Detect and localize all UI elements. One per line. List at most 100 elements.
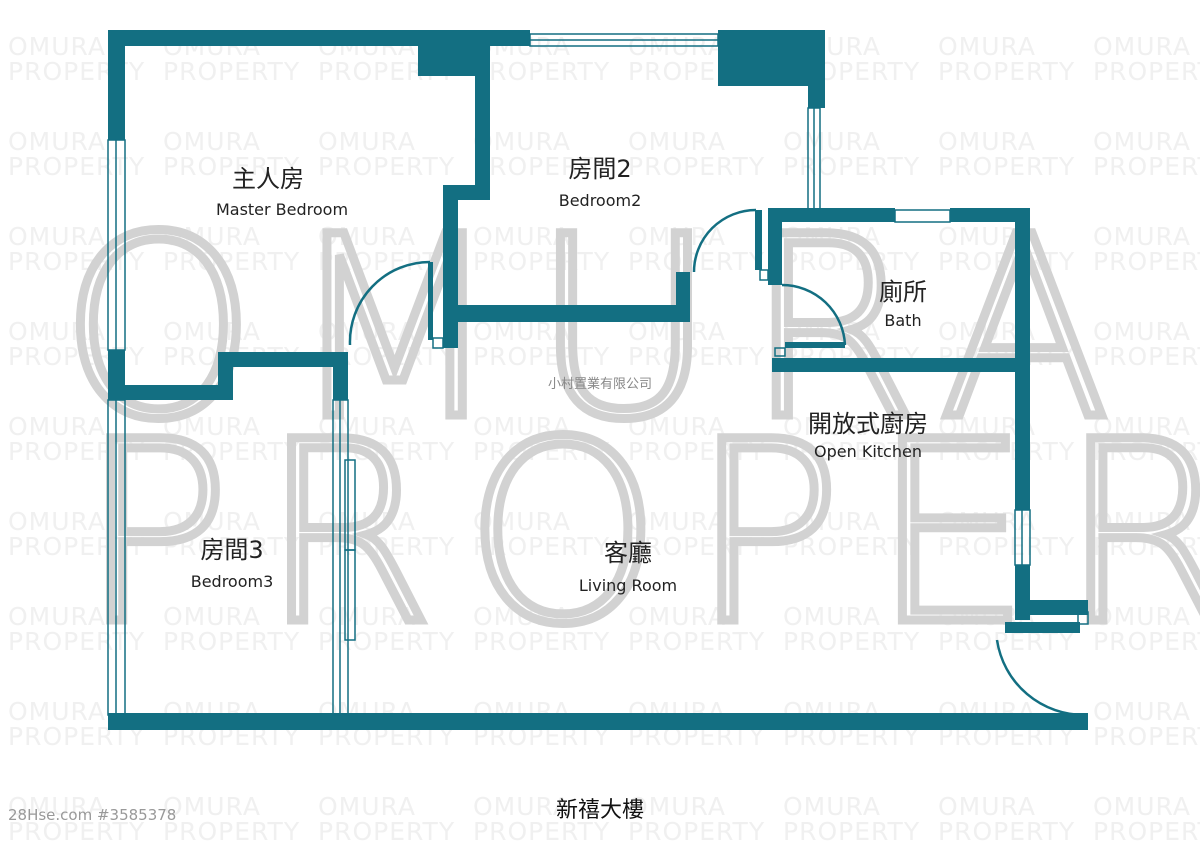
watermark-tile: OMURA bbox=[628, 507, 726, 536]
watermark-tile: PROPERTY bbox=[1093, 722, 1200, 751]
watermark-tile: PROPERTY bbox=[1093, 57, 1200, 86]
watermark-tile: OMURA bbox=[473, 412, 571, 441]
large-watermark: OMURA PROPERTY bbox=[56, 179, 1200, 684]
kitchen-label-en: Open Kitchen bbox=[814, 442, 922, 461]
watermark-tile: OMURA bbox=[628, 412, 726, 441]
watermark-tile: OMURA bbox=[628, 222, 726, 251]
watermark-tile: PROPERTY bbox=[8, 152, 145, 181]
watermark-tile: OMURA bbox=[1093, 697, 1191, 726]
room-labels: 主人房 Master Bedroom 房間2 Bedroom2 房間3 Bedr… bbox=[191, 155, 928, 595]
watermark-tile: OMURA bbox=[783, 412, 881, 441]
watermark-tile: PROPERTY bbox=[938, 247, 1075, 276]
watermark-tile: PROPERTY bbox=[783, 532, 920, 561]
watermark-tile: OMURA bbox=[1093, 507, 1191, 536]
watermark-tile: PROPERTY bbox=[938, 817, 1075, 846]
watermark-tile: PROPERTY bbox=[163, 57, 300, 86]
watermark-tile: OMURA bbox=[318, 412, 416, 441]
watermark-tile: OMURA bbox=[1093, 32, 1191, 61]
watermark-tile: PROPERTY bbox=[938, 532, 1075, 561]
watermark-tile: PROPERTY bbox=[783, 437, 920, 466]
watermark-tile: PROPERTY bbox=[783, 627, 920, 656]
watermark-tile: OMURA bbox=[8, 127, 106, 156]
watermark-tile: PROPERTY bbox=[783, 817, 920, 846]
watermark-tile: OMURA bbox=[318, 792, 416, 821]
bedroom2-label-en: Bedroom2 bbox=[559, 191, 642, 210]
watermark-tile: OMURA bbox=[938, 32, 1036, 61]
watermark-tile: PROPERTY bbox=[473, 152, 610, 181]
walls bbox=[107, 30, 1089, 730]
watermark-tile: PROPERTY bbox=[8, 247, 145, 276]
watermark-tile: OMURA bbox=[473, 602, 571, 631]
watermark-tile: PROPERTY bbox=[473, 57, 610, 86]
watermark-tile: OMURA bbox=[938, 127, 1036, 156]
watermark-tile: OMURA bbox=[163, 602, 261, 631]
watermark-tile: OMURA bbox=[783, 317, 881, 346]
kitchen-label-zh: 開放式廚房 bbox=[808, 410, 928, 438]
bath-label-en: Bath bbox=[884, 311, 921, 330]
watermark-tile: OMURA bbox=[163, 507, 261, 536]
watermark-tile: OMURA bbox=[628, 792, 726, 821]
watermark-tile: OMURA bbox=[473, 792, 571, 821]
watermark-tile: OMURA bbox=[1093, 412, 1191, 441]
watermark-tile: PROPERTY bbox=[318, 817, 455, 846]
master-bedroom-label-en: Master Bedroom bbox=[216, 200, 348, 219]
watermark-tile: PROPERTY bbox=[628, 817, 765, 846]
watermark-tile: OMURA bbox=[318, 222, 416, 251]
watermark-tile: PROPERTY bbox=[163, 437, 300, 466]
watermark-tile: PROPERTY bbox=[473, 247, 610, 276]
watermark-tile: PROPERTY bbox=[1093, 437, 1200, 466]
watermark-tile: OMURA bbox=[938, 507, 1036, 536]
living-room-label-en: Living Room bbox=[579, 576, 677, 595]
watermark-tile: PROPERTY bbox=[938, 152, 1075, 181]
bath-label-zh: 廁所 bbox=[879, 278, 927, 306]
watermark-tile: PROPERTY bbox=[628, 342, 765, 371]
watermark-tile: PROPERTY bbox=[473, 342, 610, 371]
watermark-tile: PROPERTY bbox=[163, 532, 300, 561]
watermark-tile: PROPERTY bbox=[1093, 817, 1200, 846]
watermark-tile: PROPERTY bbox=[628, 152, 765, 181]
watermark-tile: OMURA bbox=[8, 697, 106, 726]
watermark-tile: PROPERTY bbox=[628, 437, 765, 466]
watermark-tile: OMURA bbox=[318, 127, 416, 156]
bedroom3-label-en: Bedroom3 bbox=[191, 572, 274, 591]
watermark-tile: OMURA bbox=[8, 317, 106, 346]
bedroom2-label-zh: 房間2 bbox=[568, 155, 631, 183]
watermark-tile: PROPERTY bbox=[938, 57, 1075, 86]
watermark-tile: OMURA bbox=[163, 127, 261, 156]
master-bedroom-label-zh: 主人房 bbox=[232, 165, 304, 193]
watermark-omura: OMURA bbox=[60, 183, 1140, 474]
source-label: 28Hse.com #3585378 bbox=[8, 806, 176, 824]
watermark-tile: PROPERTY bbox=[163, 817, 300, 846]
watermark-tile: OMURA bbox=[783, 127, 881, 156]
watermark-tile: OMURA bbox=[783, 602, 881, 631]
watermark-tile: PROPERTY bbox=[628, 532, 765, 561]
watermark-tile: OMURA bbox=[1093, 222, 1191, 251]
watermark-tile: PROPERTY bbox=[473, 627, 610, 656]
watermark-tile: OMURA bbox=[473, 507, 571, 536]
watermark-tile: PROPERTY bbox=[1093, 532, 1200, 561]
watermark-tile: PROPERTY bbox=[163, 247, 300, 276]
watermark-tile: OMURA bbox=[783, 222, 881, 251]
living-room-label-zh: 客廳 bbox=[604, 539, 652, 567]
watermark-tile: OMURA bbox=[1093, 127, 1191, 156]
watermark-tile: OMURA bbox=[163, 792, 261, 821]
watermark-tile: PROPERTY bbox=[8, 532, 145, 561]
watermark-tile: OMURA bbox=[8, 602, 106, 631]
watermark-tile: OMURA bbox=[163, 412, 261, 441]
watermark-tile: OMURA bbox=[1093, 792, 1191, 821]
watermark-tile: OMURA bbox=[783, 792, 881, 821]
watermark-tile: OMURA bbox=[783, 507, 881, 536]
watermark-tile: PROPERTY bbox=[783, 152, 920, 181]
building-name: 新禧大樓 bbox=[556, 798, 644, 823]
watermark-tile: PROPERTY bbox=[1093, 342, 1200, 371]
watermark-tile: PROPERTY bbox=[8, 437, 145, 466]
watermark-tile: PROPERTY bbox=[1093, 247, 1200, 276]
watermark-tile: OMURA bbox=[163, 317, 261, 346]
watermark-tile: OMURA bbox=[628, 602, 726, 631]
watermark-tile: OMURA bbox=[318, 507, 416, 536]
watermark-tile: OMURA bbox=[8, 792, 106, 821]
watermark-tile: OMURA bbox=[938, 792, 1036, 821]
watermark-tile: PROPERTY bbox=[163, 627, 300, 656]
watermark-tile: OMURA bbox=[318, 602, 416, 631]
